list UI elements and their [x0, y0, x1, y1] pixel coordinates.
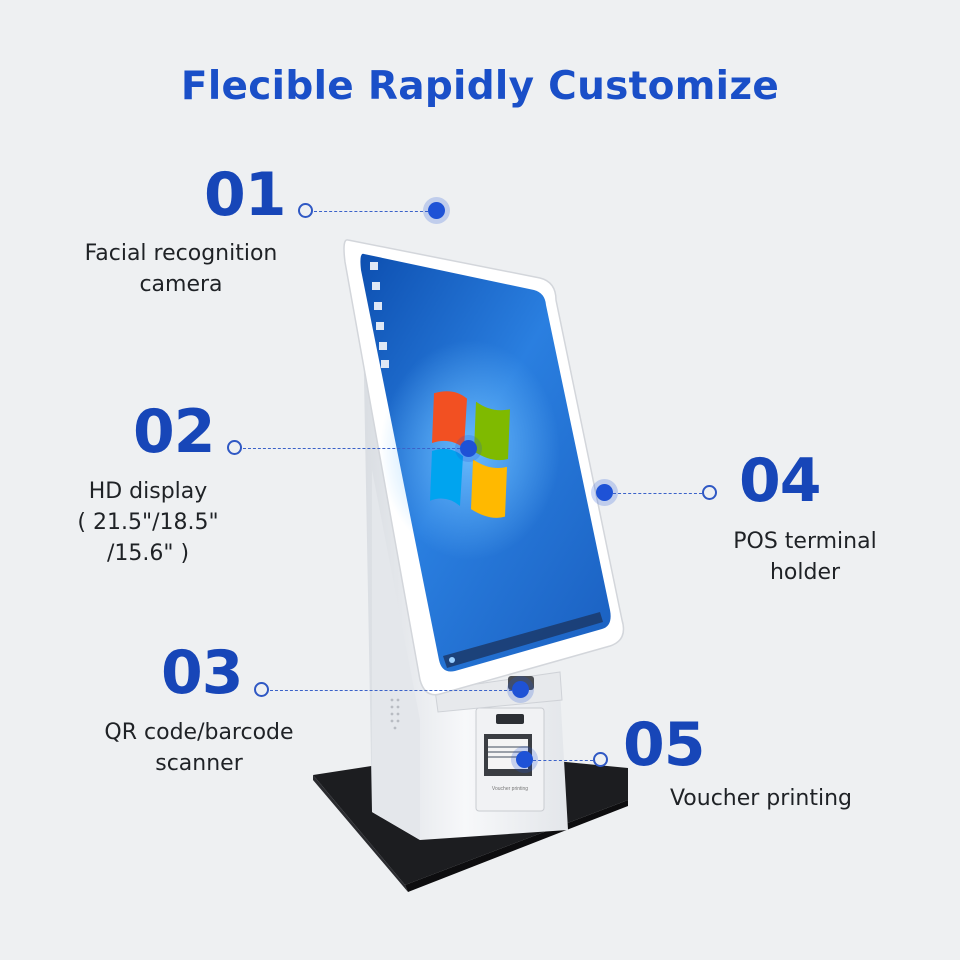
feature-03-label: QR code/barcode scanner	[104, 720, 294, 776]
display-hotspot	[460, 440, 477, 457]
feature-02-marker	[227, 440, 242, 455]
scanner-hotspot	[512, 681, 529, 698]
taskbar	[443, 612, 603, 668]
printer-caption: Voucher printing	[492, 786, 528, 792]
feature-05-leader	[533, 760, 593, 761]
feature-03-leader	[270, 690, 512, 691]
feature-04-leader	[613, 493, 702, 494]
feature-04-number: 04	[739, 446, 821, 516]
feature-03-marker	[254, 682, 269, 697]
feature-05-marker	[593, 752, 608, 767]
feature-02-label: HD display ( 21.5"/18.5" /15.6" )	[77, 479, 219, 566]
printer-hotspot	[516, 751, 533, 768]
feature-04-marker	[702, 485, 717, 500]
feature-01-leader	[314, 211, 428, 212]
pos-holder-hotspot	[596, 484, 613, 501]
feature-02-number: 02	[133, 397, 215, 467]
desktop-icons	[370, 262, 389, 368]
feature-04-label: POS terminal holder	[733, 529, 877, 585]
feature-01-number: 01	[204, 160, 286, 230]
feature-05-number: 05	[623, 710, 705, 780]
feature-01-marker	[298, 203, 313, 218]
feature-03-number: 03	[161, 638, 243, 708]
feature-01-label: Facial recognition camera	[84, 241, 278, 297]
feature-05-label: Voucher printing	[669, 786, 853, 811]
feature-02-leader	[243, 448, 460, 449]
page-title: Flecible Rapidly Customize	[180, 64, 780, 109]
camera-hotspot	[428, 202, 445, 219]
windows-logo-icon	[430, 391, 510, 518]
